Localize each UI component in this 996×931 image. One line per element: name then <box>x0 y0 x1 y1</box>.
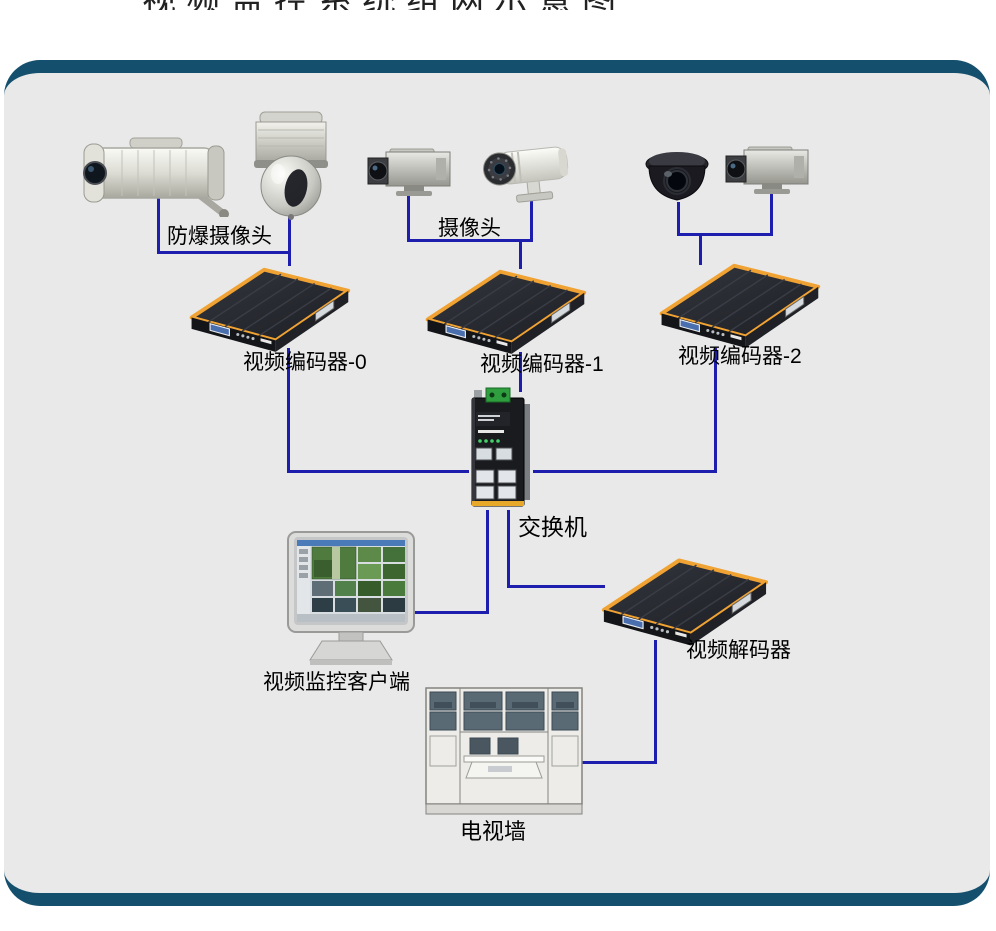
video-encoder-2-device <box>652 252 824 352</box>
label-tv-wall: 电视墙 <box>460 819 527 844</box>
label-explosion-camera: 防爆摄像头 <box>167 225 272 248</box>
connection-wire <box>507 585 605 588</box>
label-switch: 交换机 <box>518 514 587 540</box>
monitor-client-device <box>286 530 416 668</box>
connection-wire <box>699 233 702 265</box>
connection-wire <box>519 239 522 269</box>
explosion-proof-camera <box>78 132 238 217</box>
label-decoder: 视频解码器 <box>686 639 791 662</box>
connection-wire <box>486 510 489 614</box>
label-encoder-2: 视频编码器-2 <box>678 345 802 368</box>
connection-wire <box>400 611 489 614</box>
video-encoder-0-device <box>182 256 354 356</box>
connection-wire <box>507 510 510 588</box>
connection-wire <box>157 251 291 254</box>
label-camera: 摄像头 <box>438 217 501 240</box>
connection-wire <box>530 200 533 242</box>
tv-wall-device <box>422 686 586 816</box>
box-camera-2 <box>724 144 816 196</box>
cropped-title-fragment: 视频监控系统组网示意图 <box>142 0 626 10</box>
connection-wire <box>407 192 410 242</box>
connection-wire <box>677 233 773 236</box>
label-encoder-0: 视频编码器-0 <box>243 351 367 374</box>
switch-device <box>464 386 534 514</box>
video-encoder-1-device <box>418 258 590 358</box>
connection-wire <box>288 214 291 266</box>
box-camera-1 <box>366 146 458 198</box>
ir-bullet-camera <box>478 136 578 208</box>
connection-wire <box>578 761 657 764</box>
connection-wire <box>533 470 717 473</box>
connection-wire <box>407 239 533 242</box>
connection-wire <box>714 348 717 473</box>
connection-wire <box>287 470 469 473</box>
connection-wire <box>677 202 680 236</box>
label-encoder-1: 视频编码器-1 <box>480 353 604 376</box>
connection-wire <box>287 348 290 473</box>
dome-camera-black <box>640 148 714 208</box>
connection-wire <box>770 194 773 236</box>
connection-wire <box>654 640 657 764</box>
label-client: 视频监控客户端 <box>263 671 410 694</box>
connection-wire <box>157 198 160 254</box>
ptz-dome-camera <box>248 110 334 220</box>
connection-wire <box>519 352 522 392</box>
